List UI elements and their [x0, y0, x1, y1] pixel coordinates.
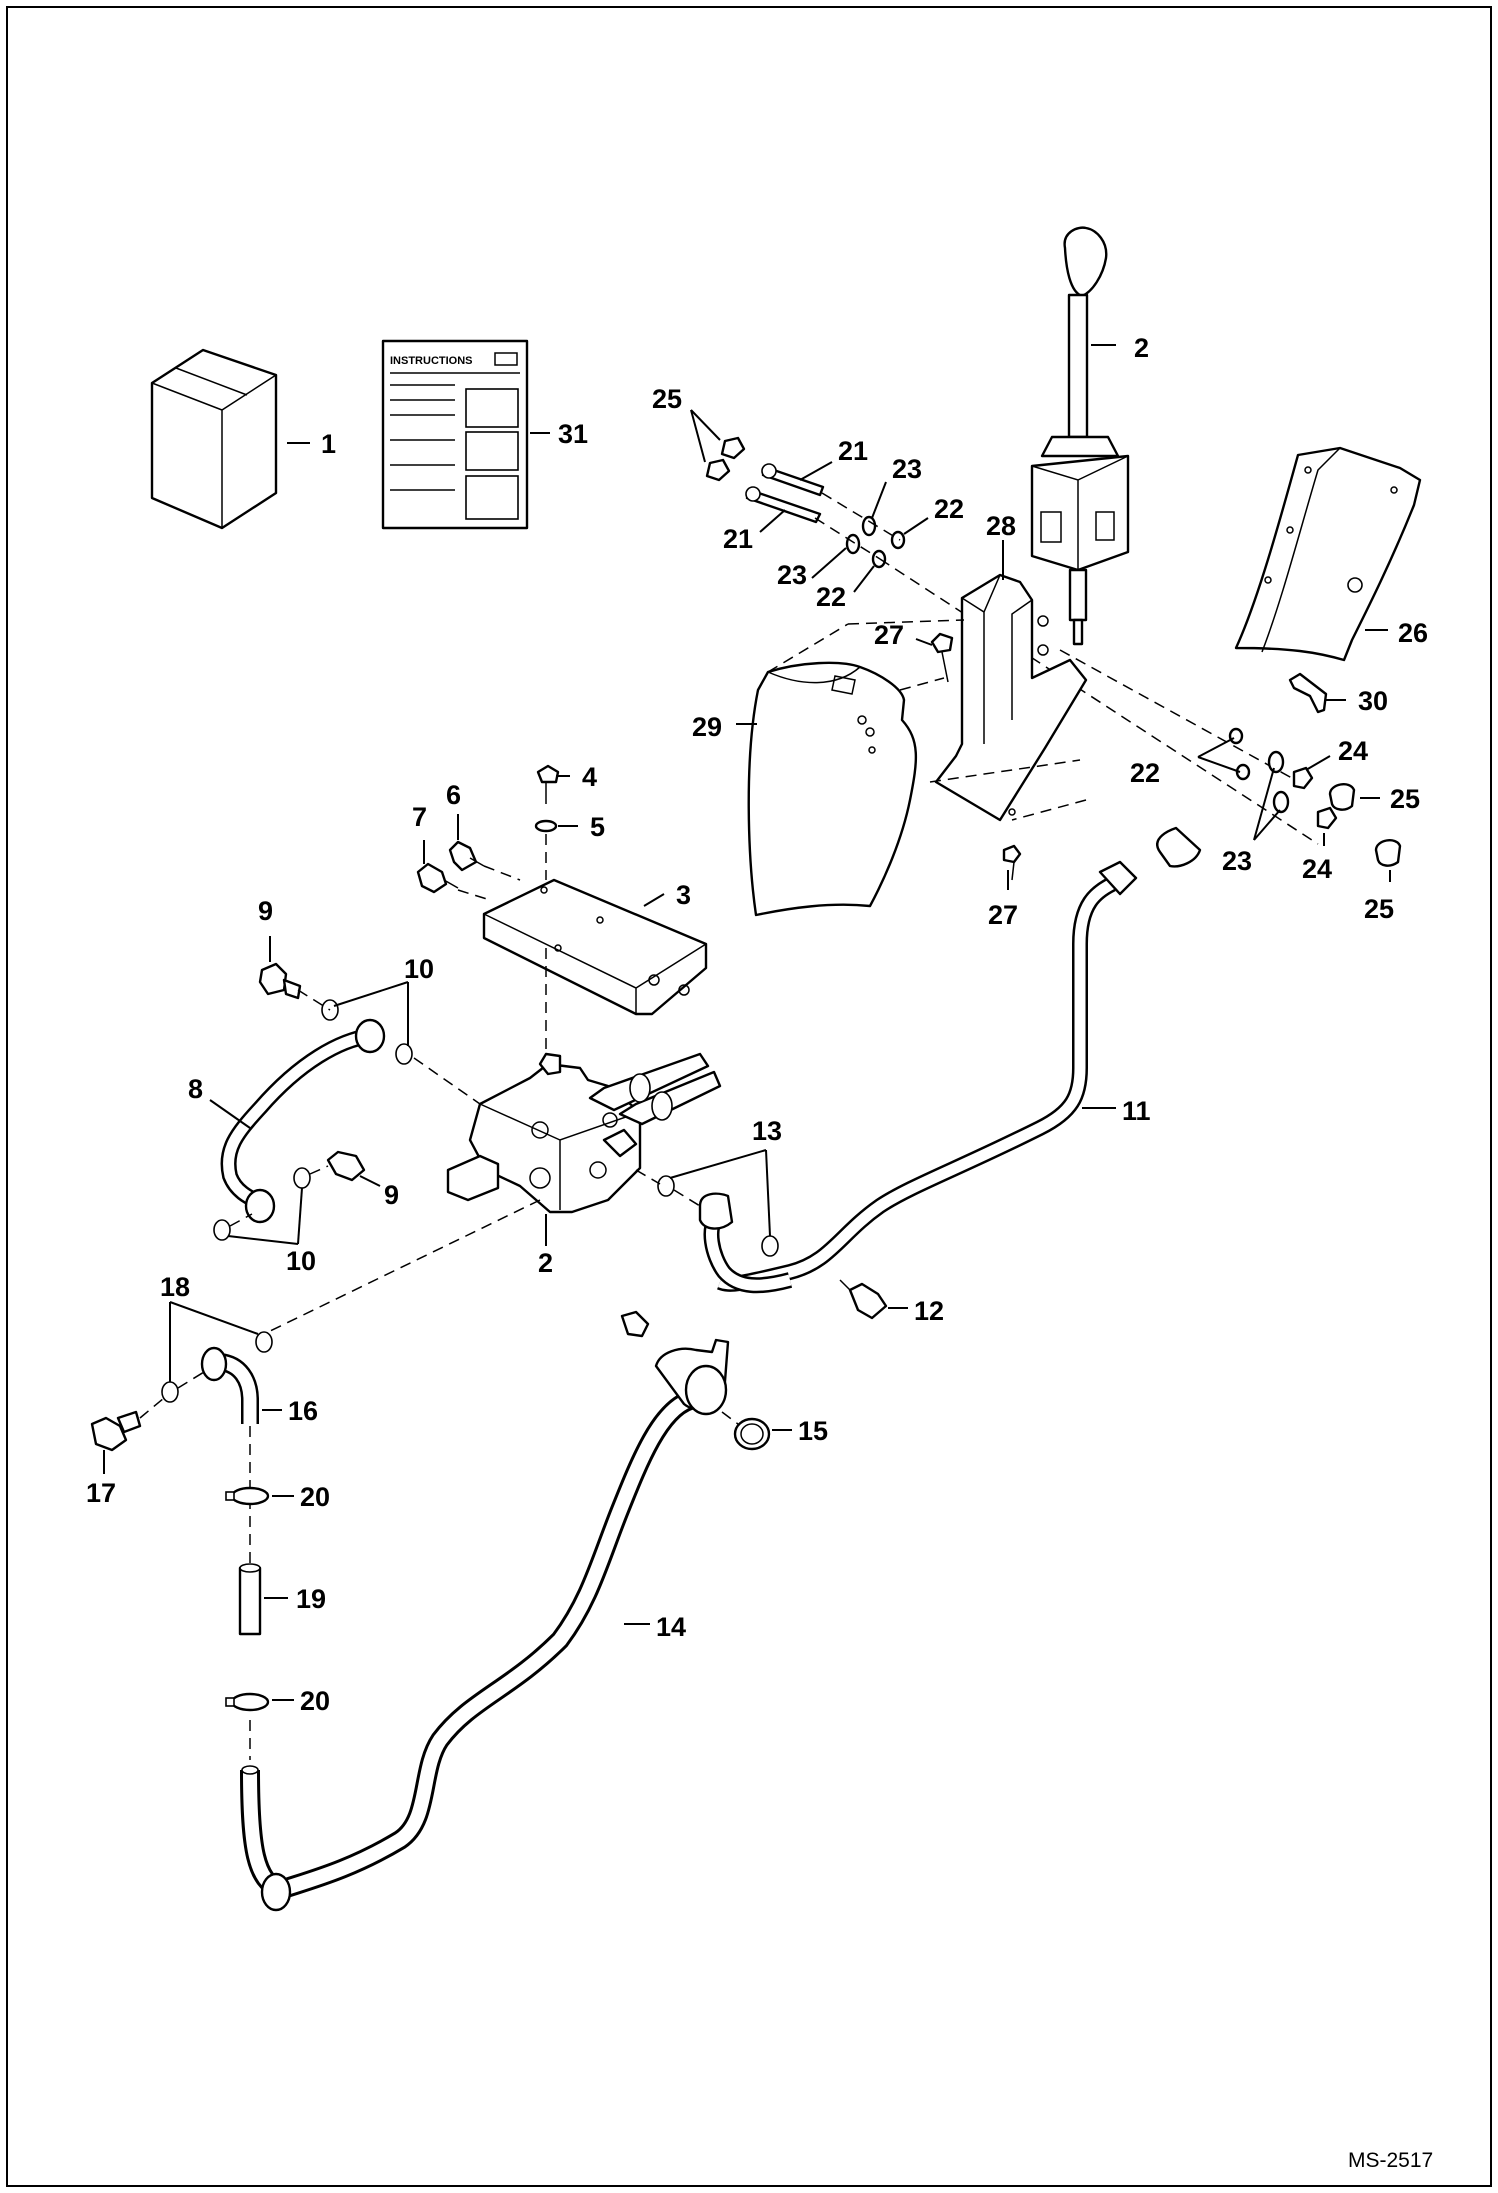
- callout-31: 31: [558, 419, 588, 449]
- callout-13: 13: [752, 1116, 782, 1146]
- part-29-cover: [747, 661, 918, 917]
- callout-2-valve: 2: [538, 1248, 553, 1278]
- callout-27-upper: 27: [874, 620, 904, 650]
- callout-23-top: 23: [892, 454, 922, 484]
- callout-22-lower: 22: [816, 582, 846, 612]
- part-20-clamp-lower: [225, 1692, 270, 1712]
- part-3-cover-plate: [482, 878, 708, 1016]
- part-28-mount-bracket: [934, 573, 1088, 822]
- part-12-fitting: [839, 1279, 888, 1320]
- part-27-screw-lower: [1002, 844, 1022, 881]
- callout-29: 29: [692, 712, 722, 742]
- part-23-washers-top: [845, 515, 877, 555]
- callout-1: 1: [321, 429, 336, 459]
- part-9-fitting-lower: [326, 1150, 366, 1182]
- callout-28: 28: [986, 511, 1016, 541]
- part-18-o-rings: [161, 1331, 273, 1403]
- instructions-sheet-title: INSTRUCTIONS: [390, 355, 473, 367]
- part-31-instructions-sheet: INSTRUCTIONS: [381, 339, 529, 530]
- callout-20-lower: 20: [300, 1686, 330, 1716]
- part-25-caps-right: [1328, 783, 1402, 867]
- callout-19: 19: [296, 1584, 326, 1614]
- figure-code: MS-2517: [1348, 2149, 1433, 2172]
- part-1-carton: [150, 348, 278, 530]
- part-fitting-above-14: [620, 1310, 650, 1338]
- part-8-tube: [220, 1018, 386, 1224]
- part-19-hose: [238, 1563, 262, 1636]
- part-5-washer: [534, 819, 558, 833]
- part-20-clamp-upper: [225, 1486, 270, 1506]
- callout-24-lower: 24: [1302, 854, 1332, 884]
- part-27-screw-upper: [930, 632, 954, 683]
- callout-25-top: 25: [652, 384, 682, 414]
- callout-21-bottom: 21: [723, 524, 753, 554]
- callout-12: 12: [914, 1296, 944, 1326]
- part-23-washers-right: [1267, 750, 1290, 814]
- callout-22-top: 22: [934, 494, 964, 524]
- callout-27-lower: 27: [988, 900, 1018, 930]
- callout-17: 17: [86, 1478, 116, 1508]
- part-2-control-valve: [446, 1052, 722, 1214]
- callout-20-upper: 20: [300, 1482, 330, 1512]
- part-13-tube-elbow: [657, 1175, 793, 1294]
- callout-9-lower: 9: [384, 1180, 399, 1210]
- callout-24-upper: 24: [1338, 736, 1368, 766]
- callout-25-right-upper: 25: [1390, 784, 1420, 814]
- callout-9-upper: 9: [258, 896, 273, 926]
- part-26-side-panel: [1234, 446, 1422, 662]
- callout-23-lower: 23: [777, 560, 807, 590]
- callout-14: 14: [656, 1612, 686, 1642]
- part-30-clip: [1288, 672, 1328, 714]
- part-7-fitting: [416, 862, 459, 894]
- callout-6: 6: [446, 780, 461, 810]
- part-2-joystick: [1030, 226, 1130, 646]
- part-11-tube: [717, 826, 1202, 1292]
- part-15-ring: [733, 1417, 771, 1451]
- callout-25-right-lower: 25: [1364, 894, 1394, 924]
- callout-3: 3: [676, 880, 691, 910]
- callout-26: 26: [1398, 618, 1428, 648]
- callout-10-lower: 10: [286, 1246, 316, 1276]
- callout-18: 18: [160, 1272, 190, 1302]
- part-6-fitting: [448, 840, 485, 872]
- callout-7: 7: [412, 802, 427, 832]
- callout-23-right: 23: [1222, 846, 1252, 876]
- part-14-return-tube: [240, 1338, 730, 1912]
- callout-5: 5: [590, 812, 605, 842]
- part-24-nuts-right: [1292, 766, 1338, 830]
- callout-30: 30: [1358, 686, 1388, 716]
- callout-16: 16: [288, 1396, 318, 1426]
- part-25-nuts-top: [705, 436, 746, 482]
- callout-15: 15: [798, 1416, 828, 1446]
- callout-4: 4: [582, 762, 597, 792]
- part-21-bolts: [745, 463, 825, 524]
- callout-10-upper: 10: [404, 954, 434, 984]
- callout-2-joystick: 2: [1134, 333, 1149, 363]
- part-9-fitting-upper: [258, 962, 302, 1000]
- callout-21-top: 21: [838, 436, 868, 466]
- part-17-fitting: [90, 1410, 142, 1452]
- callout-11: 11: [1122, 1096, 1151, 1126]
- part-4-bolt: [536, 764, 560, 804]
- callout-22-right: 22: [1130, 758, 1160, 788]
- part-16-elbow: [200, 1346, 259, 1424]
- callout-8: 8: [188, 1074, 203, 1104]
- part-22-washers-top: [871, 530, 906, 569]
